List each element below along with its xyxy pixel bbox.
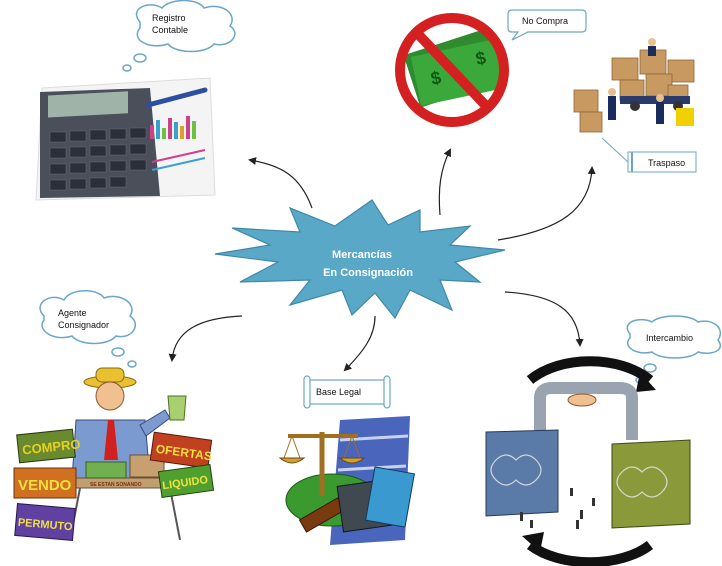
- node-intercambio: Intercambio: [485, 315, 721, 566]
- intercambio-label: Intercambio: [646, 333, 693, 343]
- starburst-shape: [214, 199, 506, 320]
- svg-text:$: $: [474, 48, 488, 70]
- node-nocompra: $ $ No Compra: [395, 9, 587, 127]
- node-registro: Registro Contable: [35, 0, 236, 201]
- node-agente: Agente Consignador COMPRO: [13, 290, 215, 542]
- arrow-to-baselegal: [343, 315, 376, 372]
- scales-of-justice-icon: [278, 416, 415, 545]
- node-baselegal: Base Legal: [278, 375, 415, 545]
- svg-text:$: $: [429, 67, 443, 89]
- arrow-to-agente: [168, 315, 243, 362]
- calculator-with-charts-icon: [35, 77, 216, 201]
- no-money-icon: $ $: [395, 13, 509, 127]
- registro-label-line1: Registro: [152, 13, 186, 23]
- center-title-line1: Mercancías: [332, 249, 392, 261]
- nocompra-callout: No Compra: [507, 9, 587, 41]
- baselegal-label: Base Legal: [316, 387, 361, 397]
- arrow-to-registro: [248, 157, 313, 209]
- node-traspaso: Traspaso: [573, 38, 697, 173]
- traspaso-label: Traspaso: [648, 158, 685, 168]
- sign-se-estan-sonando: SE ESTAN SONANDO: [90, 482, 142, 488]
- registro-label-line2: Contable: [152, 25, 188, 35]
- agente-cloud: Agente Consignador: [39, 290, 137, 368]
- arrow-to-intercambio: [504, 291, 584, 347]
- sign-compro: COMPRO: [22, 436, 82, 457]
- connector-arrows: [168, 148, 596, 372]
- agente-label-line2: Consignador: [58, 320, 109, 330]
- sign-permuto: PERMUTO: [17, 517, 73, 534]
- vendor-selling-icon: COMPRO VENDO PERMUTO OFERTAS LIQUIDO SE …: [13, 367, 215, 542]
- agente-label-line1: Agente: [58, 308, 87, 318]
- baselegal-banner: Base Legal: [303, 375, 391, 409]
- padlocks-exchange-icon: [485, 356, 691, 566]
- movers-with-boxes-icon: [573, 38, 695, 133]
- arrow-to-traspaso: [497, 166, 596, 241]
- registro-cloud: Registro Contable: [122, 0, 236, 72]
- arrow-to-nocompra: [438, 148, 451, 216]
- sign-vendo: VENDO: [18, 477, 72, 494]
- center-starburst: Mercancías En Consignación: [214, 199, 506, 320]
- center-title-line2: En Consignación: [323, 267, 413, 279]
- nocompra-label: No Compra: [522, 16, 568, 26]
- traspaso-line-callout: Traspaso: [601, 137, 697, 173]
